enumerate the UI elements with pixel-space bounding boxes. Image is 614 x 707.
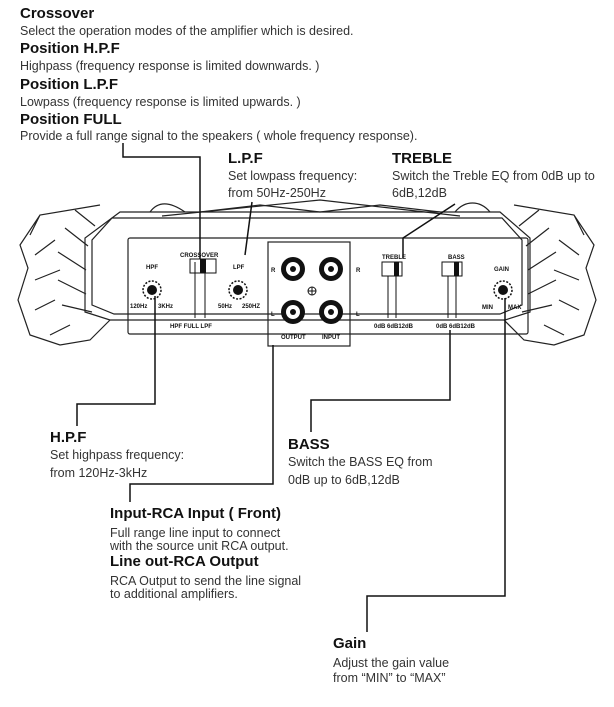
- treble-leader-line: [402, 203, 456, 258]
- panel-input-label: INPUT: [322, 335, 340, 341]
- panel-lpf-min: 50Hz: [218, 304, 232, 310]
- crossover-leader-line: [122, 143, 201, 259]
- hpf-leader-line: [76, 296, 156, 426]
- rca-leader-line: [129, 345, 274, 502]
- hpf-title: H.P.F: [50, 429, 87, 446]
- gain-leader-line: [366, 298, 506, 632]
- panel-gain-min: MIN: [482, 305, 493, 311]
- rca-section: [267, 241, 351, 347]
- left-heatsink: [17, 204, 111, 346]
- right-heatsink: [503, 204, 597, 346]
- hpf-position-title: Position H.P.F: [20, 40, 120, 57]
- panel-gain-label: GAIN: [494, 267, 509, 273]
- crossover-title: Crossover: [20, 5, 95, 22]
- bass-title: BASS: [288, 436, 330, 453]
- panel-hpf-max: 3KHz: [158, 304, 173, 310]
- lineout-line1: RCA Output to send the line signal: [110, 574, 302, 588]
- panel-l2: L: [356, 312, 360, 318]
- gain-title: Gain: [333, 635, 367, 652]
- panel-r2: R: [356, 268, 361, 274]
- lineout-line2: to additional amplifiers.: [110, 587, 238, 601]
- panel-gain-max: MAX: [508, 305, 521, 311]
- panel-bass-label: BASS: [448, 255, 465, 261]
- panel-l1: L: [271, 312, 275, 318]
- panel-hpf-label: HPF: [146, 265, 158, 271]
- rca-output-right[interactable]: [281, 257, 305, 281]
- lpf-line2: from 50Hz-250Hz: [228, 186, 326, 200]
- hpf-line2: from 120Hz-3kHz: [50, 466, 148, 480]
- lpf-title: L.P.F: [228, 150, 263, 167]
- gain-line2: from “MIN” to “MAX”: [333, 671, 446, 685]
- gain-line1: Adjust the gain value: [333, 656, 450, 670]
- panel-r1: R: [271, 268, 276, 274]
- treble-title: TREBLE: [392, 150, 452, 167]
- bass-line1: Switch the BASS EQ from: [288, 455, 433, 469]
- panel-treble-label: TREBLE: [382, 255, 406, 261]
- lpf-position-title: Position L.P.F: [20, 76, 119, 93]
- lpf-knob[interactable]: [228, 280, 248, 300]
- treble-switch[interactable]: [381, 261, 403, 318]
- full-position-title: Position FULL: [20, 111, 122, 128]
- full-position-desc: Provide a full range signal to the speak…: [20, 129, 418, 143]
- panel-bass-opts: 0dB 6dB12dB: [436, 324, 476, 330]
- gain-knob[interactable]: [493, 280, 513, 300]
- input-title: Input-RCA Input ( Front): [110, 505, 282, 522]
- panel-lpf-max: 250HZ: [242, 304, 260, 310]
- bass-line2: 0dB up to 6dB,12dB: [288, 473, 400, 487]
- treble-line1: Switch the Treble EQ from 0dB up to: [392, 169, 595, 183]
- panel-hpf-min: 120Hz: [130, 304, 147, 310]
- control-panel: [127, 237, 529, 335]
- panel-output-label: OUTPUT: [281, 335, 306, 341]
- bass-leader-line: [310, 330, 451, 432]
- hpf-line1: Set highpass frequency:: [50, 448, 185, 462]
- crossover-desc: Select the operation modes of the amplif…: [20, 24, 354, 38]
- panel-crossover-opts: HPF FULL LPF: [170, 324, 212, 330]
- hpf-knob[interactable]: [142, 280, 162, 300]
- rca-output-left[interactable]: [281, 300, 305, 324]
- lineout-title: Line out-RCA Output: [110, 553, 259, 570]
- input-line1: Full range line input to connect: [110, 526, 281, 540]
- input-line2: with the source unit RCA output.: [110, 539, 289, 553]
- lpf-position-desc: Lowpass (frequency response is limited u…: [20, 95, 301, 109]
- bass-switch[interactable]: [441, 261, 463, 318]
- treble-line2: 6dB,12dB: [392, 186, 447, 200]
- rca-input-right[interactable]: [319, 257, 343, 281]
- ground-icon: [307, 286, 317, 296]
- panel-treble-opts: 0dB 6dB12dB: [374, 324, 414, 330]
- hpf-position-desc: Highpass (frequency response is limited …: [20, 59, 320, 73]
- lpf-line1: Set lowpass frequency:: [228, 169, 358, 183]
- lpf-leader-line: [244, 201, 253, 256]
- panel-lpf-label: LPF: [233, 265, 245, 271]
- crossover-switch[interactable]: [189, 258, 217, 318]
- rca-input-left[interactable]: [319, 300, 343, 324]
